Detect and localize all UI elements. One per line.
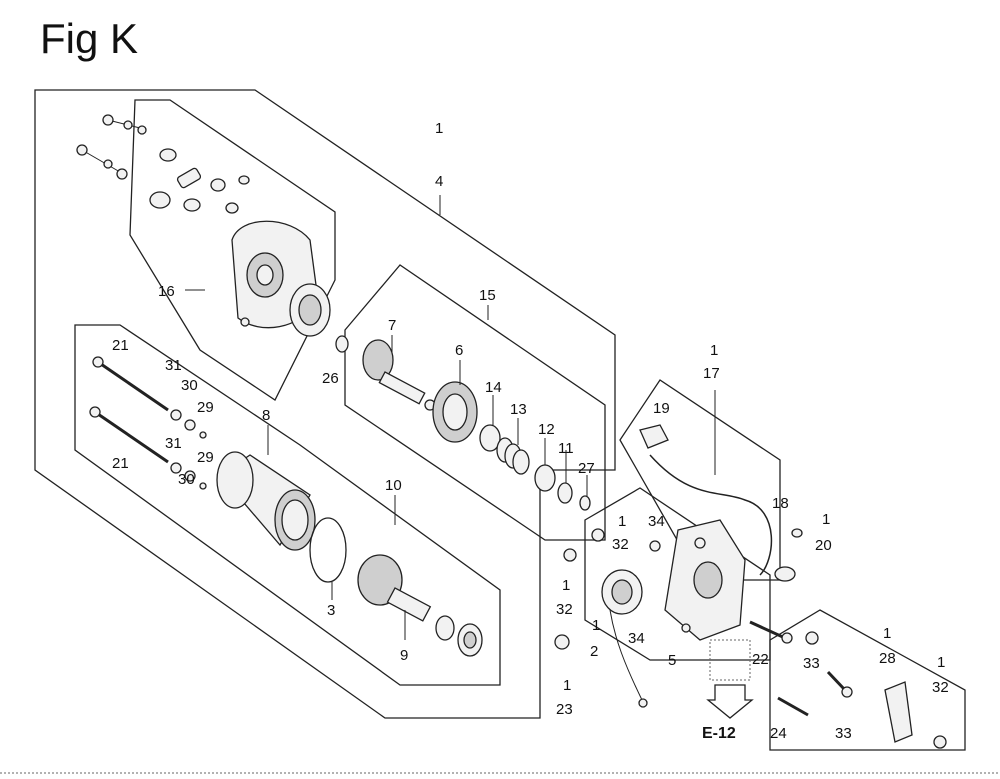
nut-32c (933, 735, 947, 749)
callout: 16 (158, 283, 175, 300)
yoke-8 (216, 451, 316, 551)
armature-9 (357, 554, 483, 657)
callout: 24 (770, 725, 787, 742)
callout: 11 (558, 440, 574, 457)
callout: 32 (556, 601, 573, 618)
callout-e12: E-12 (702, 725, 736, 742)
callout: 29 (197, 399, 214, 416)
part-33a (805, 631, 819, 645)
leader-lines (185, 195, 716, 640)
callout: 1 (937, 654, 945, 671)
callout: 2 (590, 643, 598, 660)
callout: 10 (385, 477, 402, 494)
callout: 28 (879, 650, 896, 667)
callout: 33 (835, 725, 852, 742)
through-bolt-lower (89, 406, 207, 490)
callout: 23 (556, 701, 573, 718)
callout: 6 (455, 342, 463, 359)
callout: 13 (510, 401, 527, 418)
callout: 20 (815, 537, 832, 554)
bracket-28 (884, 681, 913, 743)
part-11 (557, 482, 573, 504)
callout: 7 (388, 317, 396, 334)
part-14 (479, 424, 501, 452)
callout: 31 (165, 435, 182, 452)
bolt-33b (826, 670, 853, 698)
part-26 (335, 335, 349, 353)
callout: 12 (538, 421, 555, 438)
e12-arrow (706, 639, 754, 719)
callout: 15 (479, 287, 496, 304)
part-34a (649, 540, 661, 552)
callout-labels: 1 4 16 15 7 6 26 14 13 12 11 27 21 31 30… (112, 120, 949, 742)
callout: 14 (485, 379, 502, 396)
nut-23 (554, 634, 570, 650)
bolt-24 (777, 696, 809, 717)
figure-title: Fig K (40, 15, 139, 62)
callout: 32 (932, 679, 949, 696)
callout: 30 (181, 377, 198, 394)
callout: 34 (648, 513, 665, 530)
assembly-outline-4 (34, 89, 616, 719)
solenoid-body (601, 569, 648, 708)
bolt-top-1 (102, 114, 147, 135)
spring-13 (496, 437, 530, 475)
callout: 4 (435, 173, 443, 190)
assembly-outline-15 (344, 264, 606, 541)
assembly-outline-28 (769, 609, 966, 751)
callout: 21 (112, 455, 129, 472)
callout: 1 (562, 577, 570, 594)
callout: 27 (578, 460, 595, 477)
callout: 29 (197, 449, 214, 466)
brush-holder (149, 148, 250, 214)
callout: 1 (435, 120, 443, 137)
bolt-22 (749, 620, 793, 644)
callout: 26 (322, 370, 339, 387)
callout: 9 (400, 647, 408, 664)
callout: 3 (327, 602, 335, 619)
callout: 1 (618, 513, 626, 530)
callout: 1 (563, 677, 571, 694)
pinion-shaft (362, 339, 436, 411)
assembly-outline-armature (74, 324, 501, 686)
callout: 1 (883, 625, 891, 642)
callout: 19 (653, 400, 670, 417)
callout: 8 (262, 407, 270, 424)
part-27 (579, 495, 591, 511)
callout: 34 (628, 630, 645, 647)
nut-32a (591, 528, 605, 542)
callout: 21 (112, 337, 129, 354)
callout: 17 (703, 365, 720, 382)
callout: 32 (612, 536, 629, 553)
callout: 30 (178, 471, 195, 488)
callout: 1 (822, 511, 830, 528)
callout: 1 (592, 617, 600, 634)
through-bolt-upper (92, 356, 207, 439)
callout: 33 (803, 655, 820, 672)
solenoid-cover-5 (664, 519, 746, 641)
callout: 18 (772, 495, 789, 512)
o-ring-3 (309, 517, 347, 583)
wire-17 (639, 424, 803, 582)
callout: 5 (668, 652, 676, 669)
callout: 31 (165, 357, 182, 374)
part-12 (534, 464, 556, 492)
seal-ring (289, 283, 331, 337)
bolt-top-2 (76, 144, 128, 180)
callout: 1 (710, 342, 718, 359)
nut-32b (563, 548, 577, 562)
callout: 22 (752, 651, 769, 668)
gear-6 (432, 381, 478, 443)
assembly-outline-16 (129, 99, 336, 401)
